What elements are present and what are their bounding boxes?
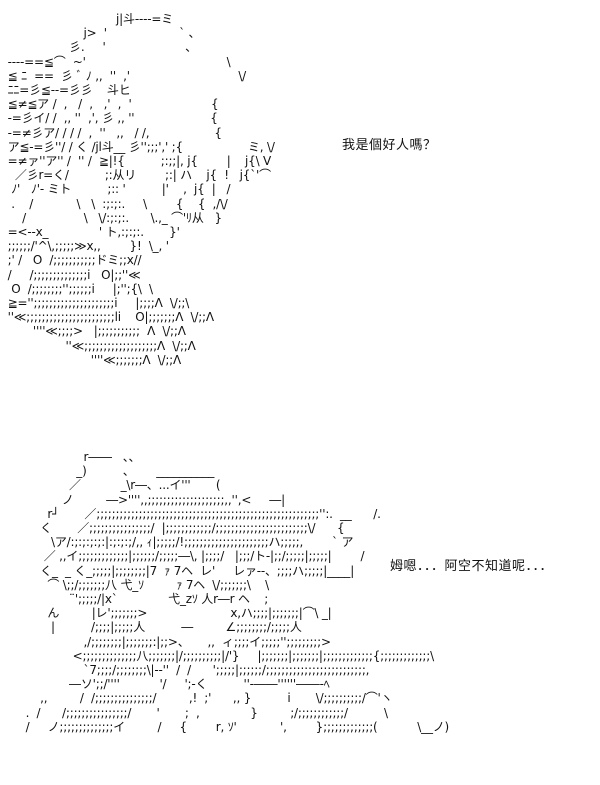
lower-panel: r―― 、、 _) 、 __________ ／ _\r―、...イ''' ( … bbox=[0, 440, 600, 785]
ascii-art-lower: r―― 、、 _) 、 __________ ／ _\r―、...イ''' ( … bbox=[25, 450, 450, 734]
ascii-art-upper: j|斗----=ミ j> ' ` 、 彡. ' 、 ----==≦⌒ ~' \ … bbox=[7, 12, 275, 367]
upper-panel: j|斗----=ミ j> ' ` 、 彡. ' 、 ----==≦⌒ ~' \ … bbox=[7, 12, 275, 367]
speech-line-lower: 姆嗯．．．阿空不知道呢．．． bbox=[390, 559, 554, 574]
speech-line-upper: 我是個好人嗎？ bbox=[342, 138, 437, 153]
